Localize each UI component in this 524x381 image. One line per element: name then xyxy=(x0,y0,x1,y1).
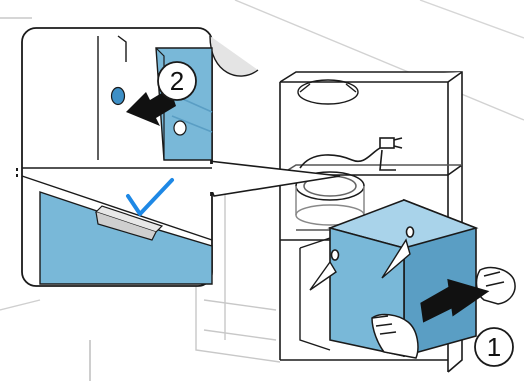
step-2-number: 2 xyxy=(170,66,184,96)
edge-marks xyxy=(16,168,18,177)
step-2-badge: 2 xyxy=(158,62,196,100)
step-1-badge: 1 xyxy=(475,328,513,366)
step-1-number: 1 xyxy=(487,332,501,362)
hand-right xyxy=(477,268,516,304)
